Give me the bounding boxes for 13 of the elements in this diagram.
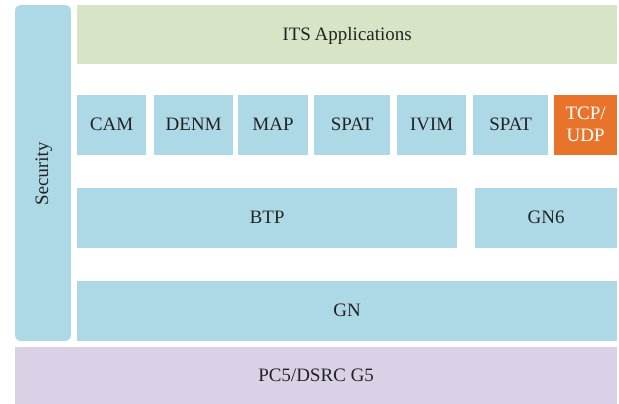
protocol-block: SPAT <box>314 95 390 155</box>
protocol-block: DENM <box>154 95 233 155</box>
protocol-block: IVIM <box>397 95 466 155</box>
transport-layer: GN6 <box>475 188 617 248</box>
network-layer: GN <box>77 281 617 341</box>
protocol-block: TCP/ UDP <box>554 95 617 155</box>
transport-layer: BTP <box>77 188 457 248</box>
security-layer: Security <box>15 5 71 341</box>
protocol-block: SPAT <box>473 95 548 155</box>
protocol-block: MAP <box>238 95 308 155</box>
application-layer: ITS Applications <box>77 5 617 64</box>
protocol-block: CAM <box>77 95 146 155</box>
access-layer: PC5/DSRC G5 <box>15 347 617 404</box>
